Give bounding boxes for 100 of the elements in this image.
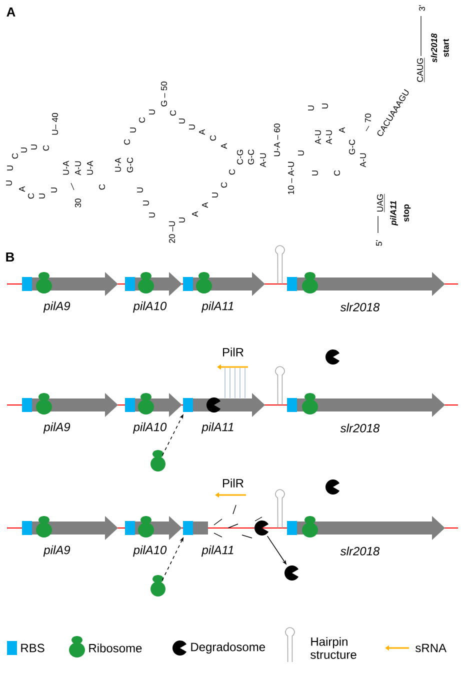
sequence-text: U (31, 144, 37, 150)
sequence-text: A-U (326, 130, 332, 144)
gene-label: pilA11 (201, 301, 234, 313)
sequence-text: U (39, 194, 45, 198)
sequence-text: C-G (237, 150, 243, 164)
sequence-text: A (339, 127, 345, 133)
gene-label: pilA10 (133, 422, 167, 434)
sequence-text: G-C (127, 158, 133, 172)
sequence-text: C (221, 182, 227, 188)
gene-label: slr2018 (340, 302, 380, 312)
gene-label: pilA11 (390, 201, 398, 226)
degradosome-icon (254, 520, 268, 536)
ribosome-icon (150, 450, 166, 472)
gene-block (297, 393, 445, 417)
codon-label: stop (403, 204, 411, 222)
sequence-text: U (312, 170, 318, 176)
ribosome-icon (150, 575, 166, 596)
rbs-box (125, 398, 135, 412)
rbs-box (183, 521, 193, 535)
srna-label: PilR (223, 348, 244, 356)
rbs-box (287, 521, 297, 535)
sequence-text: U (21, 148, 27, 152)
rbs-box (22, 277, 32, 291)
sequence-text: U– 40 (52, 113, 58, 135)
sequence-text: G-C (248, 150, 254, 164)
gene-label: pilA9 (43, 422, 70, 434)
sequence-text: A-U (315, 130, 321, 144)
degradosome-icon (284, 566, 298, 580)
sequence-text: C (99, 184, 105, 190)
sequence-text: C (28, 193, 34, 199)
rbs-box (125, 277, 135, 291)
sequence-text: C (170, 110, 176, 116)
gene-label: pilA9 (43, 545, 70, 557)
sequence-text: U (308, 106, 314, 110)
sequence-text: U (143, 200, 149, 206)
gene-label: slr2018 (430, 33, 438, 63)
sequence-text: U (189, 124, 195, 130)
sequence-text: U (51, 188, 57, 192)
sequence-text: C (43, 145, 49, 151)
sequence-text: U (322, 104, 328, 108)
sequence-text: G-C (349, 140, 355, 154)
sequence-text: A-U (75, 161, 81, 176)
legend-label: Hairpin structure (310, 637, 356, 659)
sequence-text: U (212, 192, 218, 198)
sequence-text: A (202, 202, 208, 208)
sequence-text: 30 (75, 198, 81, 208)
sequence-text: U-A (115, 158, 121, 172)
sequence-text: 20 –U (169, 221, 175, 243)
gene-label: pilA10 (133, 545, 167, 557)
sequence-text: U (7, 166, 13, 170)
panel-label: A (6, 8, 16, 16)
rbs-box (183, 277, 193, 291)
legend-label: sRNA (416, 644, 447, 652)
sequence-text: U (179, 218, 185, 222)
sequence-text: 10 – A-U (288, 162, 294, 194)
rbs-box (22, 521, 32, 535)
gene-label: pilA11 (201, 422, 234, 434)
sequence-text: C (334, 170, 340, 176)
gene-label: pilA9 (43, 301, 70, 313)
sequence-text: A-U (260, 153, 266, 168)
panel-label: B (6, 252, 14, 262)
legend-label: Degradosome (191, 642, 266, 654)
sequence-text: A (199, 129, 205, 135)
gene-label: slr2018 (340, 546, 380, 556)
rbs-box (22, 398, 32, 412)
srna-label: PilR (223, 478, 244, 488)
rbs-box (287, 398, 297, 412)
legend-label: Ribosome (89, 644, 142, 652)
sequence-text: U-A (63, 160, 69, 175)
sequence-text: 3' (419, 5, 425, 11)
codon-label: start (443, 38, 449, 57)
sequence-text: C (229, 169, 235, 175)
sequence-text: U (130, 128, 136, 132)
sequence-text: U-A – 60 (274, 124, 280, 156)
sequence-text: U (137, 188, 143, 192)
rbs-box (183, 398, 193, 412)
codon-text: UAG (377, 194, 385, 212)
sequence-text: U-A (87, 160, 93, 175)
gene-label: slr2018 (340, 424, 380, 432)
rbs-box (125, 521, 135, 535)
sequence-text: C (12, 153, 18, 159)
legend-label: RBS (21, 644, 44, 652)
sequence-text: U (6, 180, 12, 186)
sequence-text: C (139, 117, 145, 123)
sequence-text: U (298, 150, 304, 156)
sequence-text: U (149, 212, 155, 218)
sequence-text: 70 (365, 114, 371, 122)
gene-label: pilA10 (133, 301, 167, 313)
gene-label: pilA11 (201, 545, 234, 557)
gene-block (297, 516, 445, 540)
gene-block (297, 272, 445, 296)
sequence-text: C (124, 139, 130, 145)
sequence-text: U (179, 118, 185, 124)
sequence-text: A (221, 143, 227, 149)
gene-block (193, 522, 208, 534)
sequence-text: U (149, 110, 155, 114)
sequence-text: G – 50 (161, 82, 167, 106)
sequence-text: A (19, 186, 25, 192)
sequence-text: C (210, 135, 216, 141)
sequence-text: A (192, 211, 198, 217)
